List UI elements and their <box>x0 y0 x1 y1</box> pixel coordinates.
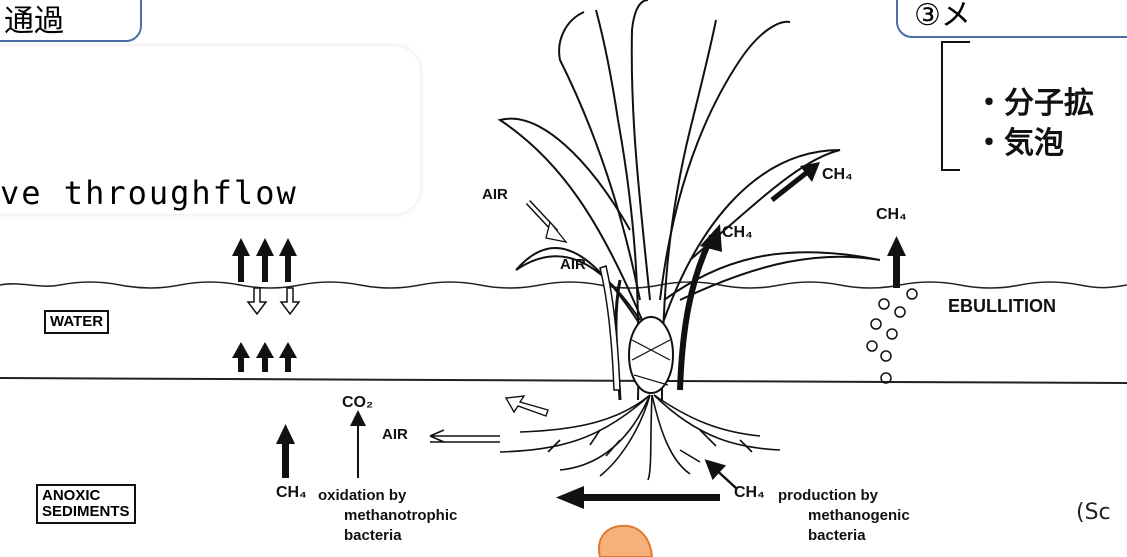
transport-arrow <box>556 486 720 509</box>
ebullition-ch4-arrow <box>887 236 906 288</box>
air-label-3: AIR <box>382 426 408 443</box>
ch4-production-label: CH₄ <box>734 484 765 502</box>
oxidation-line-1: oxidation by <box>318 486 457 506</box>
production-text: production by methanogenic bacteria <box>778 486 910 546</box>
ch4-plant-mid: CH₄ <box>722 224 753 242</box>
plant-base <box>629 317 673 393</box>
co2-label: CO₂ <box>342 394 373 412</box>
plant <box>500 0 880 400</box>
oxidation-line-2: methanotrophic <box>318 506 457 526</box>
ch4-plant-upper: CH₄ <box>822 166 853 184</box>
water-label: WATER <box>44 310 109 334</box>
ch4-oxidation-label: CH₄ <box>276 484 307 502</box>
plant-ch4-arrow <box>680 236 712 390</box>
water-surface-line <box>0 282 1127 288</box>
character-head <box>599 526 652 557</box>
bracket-item-1: ・分子拡 <box>974 78 1094 122</box>
ch4-ebullition: CH₄ <box>876 206 907 224</box>
air-label-2: AIR <box>560 256 586 273</box>
production-pointer <box>712 466 736 488</box>
ebullition-label: EBULLITION <box>948 296 1056 317</box>
oxidation-text: oxidation by methanotrophic bacteria <box>318 486 457 546</box>
diffusion-down-arrows <box>248 288 299 314</box>
bracket-item-2: ・気泡 <box>974 118 1064 162</box>
sediment-label-line-2: SEDIMENTS <box>42 504 130 520</box>
water-column-arrows <box>232 342 297 372</box>
sediment-ch4-arrow <box>276 424 295 478</box>
sediment-label: ANOXIC SEDIMENTS <box>36 484 136 524</box>
air-label-1: AIR <box>482 186 508 203</box>
production-line-1: production by <box>778 486 910 506</box>
air-root-arrow <box>430 430 500 442</box>
ebullition-bubbles <box>867 289 917 383</box>
oxidation-line-3: bacteria <box>318 526 457 546</box>
citation-text: (Sc <box>1076 500 1111 525</box>
list-bracket <box>942 42 970 170</box>
sediment-label-line-1: ANOXIC <box>42 488 130 504</box>
production-line-3: bacteria <box>778 526 910 546</box>
water-emission-arrows <box>232 238 297 282</box>
sediment-surface-line <box>0 378 1127 383</box>
root-open-arrow <box>506 396 548 416</box>
production-line-2: methanogenic <box>778 506 910 526</box>
